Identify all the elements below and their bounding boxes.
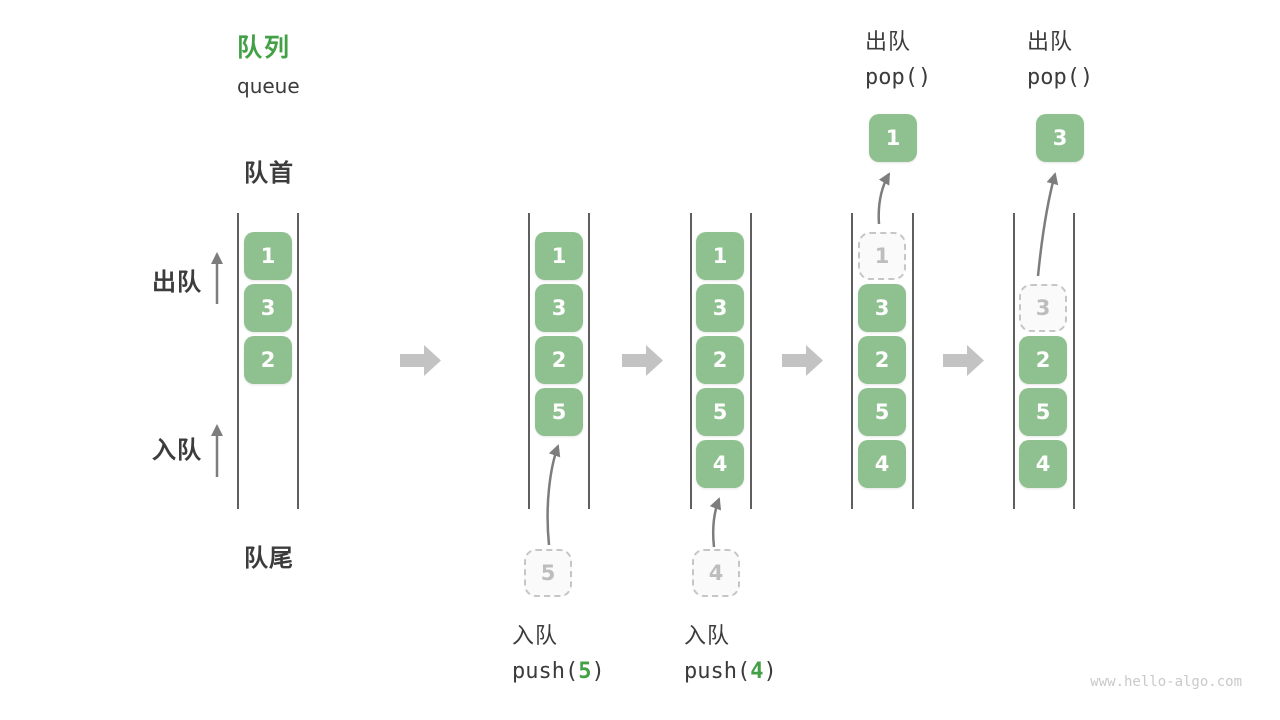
queue-wall-left bbox=[851, 213, 853, 509]
queue-item: 3 bbox=[696, 284, 744, 332]
op-push-4-label: 入队 bbox=[684, 624, 731, 649]
queue-wall-right bbox=[297, 213, 299, 509]
flow-arrow-2 bbox=[622, 345, 663, 376]
op-push-4-code: push(4) bbox=[684, 659, 777, 684]
queue-item: 1 bbox=[244, 232, 292, 280]
queue-item: 1 bbox=[535, 232, 583, 280]
queue-item: 1 bbox=[696, 232, 744, 280]
pending-item: 4 bbox=[692, 549, 740, 597]
dequeue-arrow-3 bbox=[1036, 172, 1059, 277]
popped-item: 3 bbox=[1036, 114, 1084, 162]
op-push-4-code-before: push( bbox=[684, 659, 751, 684]
enqueue-arrow-5 bbox=[546, 444, 561, 546]
queue-item-dashed: 3 bbox=[1019, 284, 1067, 332]
title-en: queue bbox=[237, 74, 300, 98]
queue-item-dashed: 1 bbox=[858, 232, 906, 280]
queue-item: 2 bbox=[858, 336, 906, 384]
op-push-5: 入队 push(5) bbox=[512, 618, 605, 684]
queue-item: 4 bbox=[1019, 440, 1067, 488]
queue-rear-label: 队尾 bbox=[244, 544, 294, 572]
popped-item: 1 bbox=[869, 114, 917, 162]
queue-item: 5 bbox=[1019, 388, 1067, 436]
queue-item: 2 bbox=[244, 336, 292, 384]
queue-item: 3 bbox=[535, 284, 583, 332]
op-push-5-code-after: ) bbox=[591, 659, 605, 684]
op-pop-1-code: pop() bbox=[865, 65, 932, 90]
queue-item: 3 bbox=[858, 284, 906, 332]
dequeue-arrow-1 bbox=[877, 172, 891, 225]
flow-arrow-3 bbox=[782, 345, 823, 376]
dequeue-side-label: 出队 bbox=[152, 268, 202, 296]
op-pop-2: 出队 pop() bbox=[1027, 24, 1093, 90]
flow-arrow-1 bbox=[400, 345, 441, 376]
op-push-5-code-arg: 5 bbox=[578, 659, 592, 684]
queue-item: 4 bbox=[696, 440, 744, 488]
queue-wall-left bbox=[237, 213, 239, 509]
op-pop-1: 出队 pop() bbox=[865, 24, 931, 90]
op-pop-2-label: 出队 bbox=[1027, 30, 1074, 55]
queue-front-label: 队首 bbox=[244, 159, 294, 187]
flow-arrow-4 bbox=[943, 345, 984, 376]
op-pop-2-code: pop() bbox=[1027, 65, 1094, 90]
pending-item: 5 bbox=[524, 549, 572, 597]
queue-wall-right bbox=[750, 213, 752, 509]
enqueue-arrow-4 bbox=[709, 497, 722, 548]
queue-wall-left bbox=[528, 213, 530, 509]
queue-wall-right bbox=[1073, 213, 1075, 509]
op-push-5-code: push(5) bbox=[512, 659, 605, 684]
queue-item: 5 bbox=[858, 388, 906, 436]
queue-wall-left bbox=[1013, 213, 1015, 509]
op-pop-1-label: 出队 bbox=[865, 30, 912, 55]
title-zh: 队列 bbox=[237, 33, 292, 62]
op-push-5-label: 入队 bbox=[512, 624, 559, 649]
diagram-title: 队列 queue bbox=[237, 28, 300, 98]
queue-item: 5 bbox=[696, 388, 744, 436]
enqueue-side-label: 入队 bbox=[152, 436, 202, 464]
queue-wall-right bbox=[912, 213, 914, 509]
watermark: www.hello-algo.com bbox=[1090, 674, 1242, 690]
queue-wall-right bbox=[588, 213, 590, 509]
queue-item: 5 bbox=[535, 388, 583, 436]
op-push-4-code-arg: 4 bbox=[750, 659, 764, 684]
queue-item: 2 bbox=[1019, 336, 1067, 384]
op-push-4: 入队 push(4) bbox=[684, 618, 777, 684]
queue-wall-left bbox=[690, 213, 692, 509]
queue-item: 2 bbox=[696, 336, 744, 384]
queue-item: 2 bbox=[535, 336, 583, 384]
queue-item: 4 bbox=[858, 440, 906, 488]
op-push-4-code-after: ) bbox=[763, 659, 777, 684]
op-push-5-code-before: push( bbox=[512, 659, 579, 684]
queue-item: 3 bbox=[244, 284, 292, 332]
